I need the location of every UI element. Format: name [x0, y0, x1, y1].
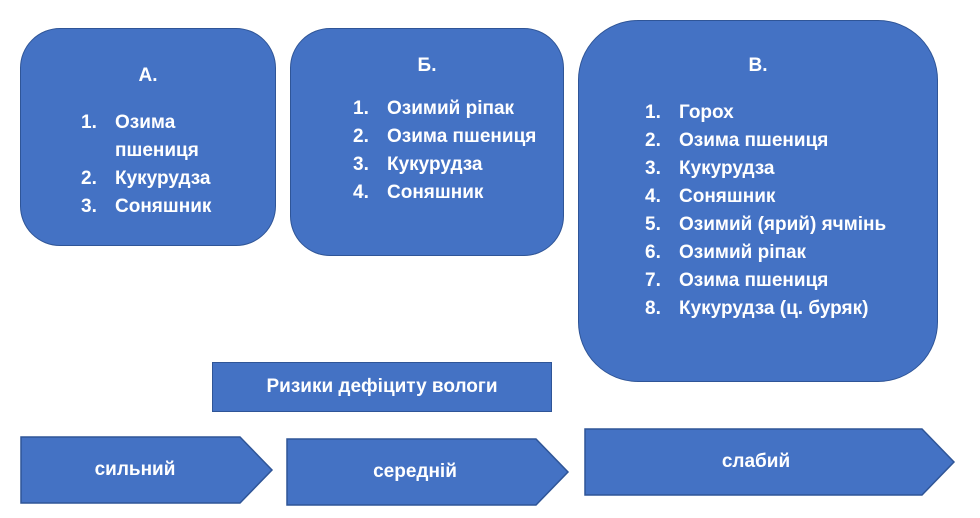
item-number: 2.: [353, 126, 369, 147]
item-text: Кукурудза: [679, 158, 775, 179]
list-item: 8. Кукурудза (ц. буряк): [645, 295, 935, 323]
item-number: 4.: [645, 186, 661, 207]
level-arrow-medium: середній: [286, 438, 570, 506]
arrow-shape: [20, 436, 274, 504]
rotation-box-a: А. 1. Озима пшениця 2. Кукурудза 3. Соняшни…: [20, 28, 276, 246]
list-item: 1. Озима пшениця: [81, 109, 231, 165]
item-text: Соняшник: [115, 196, 212, 217]
item-text: Соняшник: [387, 182, 484, 203]
box-a-title: А.: [138, 65, 158, 86]
arrow-shape: [584, 428, 956, 496]
item-text: Озимий ріпак: [679, 242, 807, 263]
item-text: Озима пшениця: [387, 126, 537, 147]
box-c-title: В.: [748, 55, 768, 76]
item-number: 2.: [81, 168, 97, 189]
item-number: 2.: [645, 130, 661, 151]
box-b-list: 1. Озимий ріпак 2. Озима пшениця 3. Кукуруд…: [353, 95, 553, 207]
item-text: Озима пшениця: [679, 270, 829, 291]
list-item: 4. Соняшник: [645, 183, 935, 211]
item-text: Озима пшениця: [679, 130, 829, 151]
item-text: Горох: [679, 102, 734, 123]
item-number: 3.: [353, 154, 369, 175]
level-label: середній: [373, 461, 457, 482]
list-item: 7. Озима пшениця: [645, 267, 935, 295]
level-arrow-weak: слабий: [584, 428, 956, 496]
item-text: Озимий ріпак: [387, 98, 515, 119]
item-number: 1.: [81, 112, 97, 133]
list-item: 4. Соняшник: [353, 179, 553, 207]
risk-label: Ризики дефіциту вологи: [212, 362, 552, 412]
item-text: Кукурудза: [387, 154, 483, 175]
item-text: Кукурудза: [115, 168, 211, 189]
item-number: 1.: [353, 98, 369, 119]
item-number: 7.: [645, 270, 661, 291]
list-item: 1. Горох: [645, 99, 935, 127]
list-item: 1. Озимий ріпак: [353, 95, 553, 123]
list-item: 5. Озимий (ярий) ячмінь: [645, 211, 935, 239]
list-item: 3. Кукурудза: [645, 155, 935, 183]
list-item: 3. Кукурудза: [353, 151, 553, 179]
list-item: 2. Озима пшениця: [645, 127, 935, 155]
item-text: Озима пшениця: [115, 112, 199, 161]
level-label: сильний: [94, 459, 176, 480]
item-text: Кукурудза (ц. буряк): [679, 298, 869, 319]
item-text: Озимий (ярий) ячмінь: [679, 214, 887, 235]
item-number: 3.: [81, 196, 97, 217]
list-item: 2. Озима пшениця: [353, 123, 553, 151]
item-number: 6.: [645, 242, 661, 263]
list-item: 6. Озимий ріпак: [645, 239, 935, 267]
item-number: 4.: [353, 182, 369, 203]
level-label: слабий: [721, 451, 791, 472]
item-number: 8.: [645, 298, 661, 319]
level-arrow-strong: сильний: [20, 436, 274, 504]
box-c-list: 1. Горох 2. Озима пшениця 3. Кукурудза 4. Со…: [645, 99, 935, 323]
rotation-box-b: Б. 1. Озимий ріпак 2. Озима пшениця 3. Куку…: [290, 28, 564, 256]
list-item: 2. Кукурудза: [81, 165, 231, 193]
item-number: 1.: [645, 102, 661, 123]
item-number: 5.: [645, 214, 661, 235]
item-text: Соняшник: [679, 186, 776, 207]
arrow-shape: [286, 438, 570, 506]
item-number: 3.: [645, 158, 661, 179]
list-item: 3. Соняшник: [81, 193, 231, 221]
rotation-box-c: В. 1. Горох 2. Озима пшениця 3. Кукурудза 4…: [578, 20, 938, 382]
box-b-title: Б.: [417, 55, 437, 76]
box-a-list: 1. Озима пшениця 2. Кукурудза 3. Соняшник: [81, 109, 231, 221]
